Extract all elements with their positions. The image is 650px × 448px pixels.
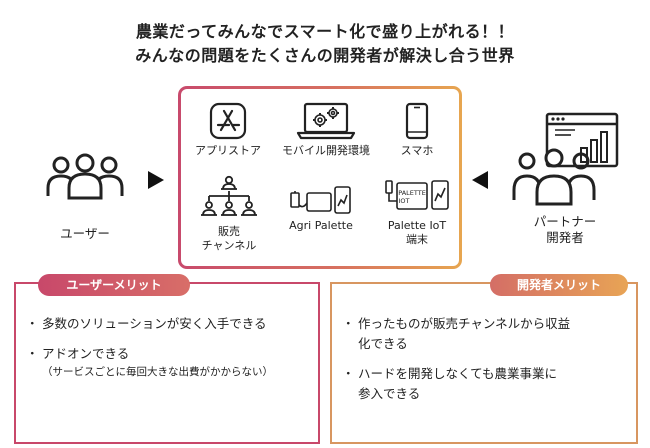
- platform-item-palette-iot: PALETTE IOT Palette IoT 端末: [377, 175, 457, 247]
- platform-item-app-store: アプリストア: [185, 102, 271, 158]
- agri-palette-device-icon: [290, 186, 351, 214]
- arrow-left-icon: [472, 171, 488, 189]
- smartphone-label: スマホ: [400, 144, 434, 157]
- user-merit-text: 多数のソリューションが安く入手できる: [42, 316, 267, 331]
- user-merit-list: 多数のソリューションが安く入手できる アドオンできる （サービスごとに毎回大きな…: [26, 314, 273, 390]
- sales-channel-label-2: チャンネル: [201, 239, 257, 252]
- sales-channel-icon: [201, 175, 257, 216]
- partner-label-2: 開発者: [546, 230, 584, 245]
- dev-merit-header: 開発者メリット: [490, 274, 628, 296]
- app-store-label: アプリストア: [195, 144, 261, 157]
- iot-device-text-2: IOT: [398, 197, 409, 205]
- palette-iot-label-1: Palette IoT: [387, 219, 447, 232]
- agri-palette-label: Agri Palette: [289, 219, 353, 232]
- platform-item-agri-palette: Agri Palette: [281, 185, 361, 233]
- partner-label-1: パートナー: [533, 214, 597, 229]
- user-merit-note: （サービスごとに毎回大きな出費がかからない）: [42, 366, 273, 378]
- laptop-gears-icon: [296, 102, 356, 140]
- user-merit-item: アドオンできる （サービスごとに毎回大きな出費がかからない）: [26, 344, 273, 380]
- palette-iot-label-2: 端末: [406, 233, 428, 246]
- user-label: ユーザー: [60, 226, 110, 241]
- platform-box: アプリストア モバイル開発環境: [178, 86, 462, 269]
- partner-dashboard-icon: [512, 112, 619, 206]
- dev-merit-list: 作ったものが販売チャンネルから収益 化できる ハードを開発しなくても農業事業に …: [342, 314, 571, 414]
- dev-merit-line-2: 化できる: [358, 336, 408, 351]
- user-merit-header: ユーザーメリット: [38, 274, 190, 296]
- user-merit-item: 多数のソリューションが安く入手できる: [26, 314, 273, 334]
- sales-channel-label-1: 販売: [218, 225, 240, 238]
- palette-iot-device-icon: PALETTE IOT: [385, 180, 449, 210]
- smartphone-icon: [405, 102, 429, 140]
- user-group: ユーザー: [40, 150, 130, 242]
- partner-group: パートナー 開発者: [490, 108, 640, 246]
- title-line-1: 農業だってみんなでスマート化で盛り上がれる！！: [135, 22, 515, 41]
- title-line-2: みんなの問題をたくさんの開発者が解決し合う世界: [135, 46, 515, 65]
- dev-merit-box: 開発者メリット 作ったものが販売チャンネルから収益 化できる ハードを開発しなく…: [330, 274, 638, 444]
- user-merit-text: アドオンできる: [42, 346, 130, 361]
- dev-merit-line-1: ハードを開発しなくても農業事業に: [358, 366, 558, 381]
- dev-merit-item: ハードを開発しなくても農業事業に 参入できる: [342, 364, 570, 404]
- user-merit-box: ユーザーメリット 多数のソリューションが安く入手できる アドオンできる （サービ…: [14, 274, 320, 444]
- dev-merit-line-2: 参入できる: [358, 386, 421, 401]
- iot-device-text-1: PALETTE: [398, 189, 426, 197]
- users-icon: [46, 153, 124, 200]
- dev-merit-item: 作ったものが販売チャンネルから収益 化できる: [342, 314, 571, 354]
- platform-item-smartphone: スマホ: [381, 102, 453, 158]
- dev-merit-line-1: 作ったものが販売チャンネルから収益: [358, 316, 571, 331]
- arrow-right-icon: [148, 171, 164, 189]
- app-store-icon: [209, 102, 247, 140]
- mobile-dev-label: モバイル開発環境: [282, 144, 370, 157]
- platform-item-mobile-dev: モバイル開発環境: [273, 102, 379, 158]
- platform-item-sales-channel: 販売 チャンネル: [189, 175, 269, 253]
